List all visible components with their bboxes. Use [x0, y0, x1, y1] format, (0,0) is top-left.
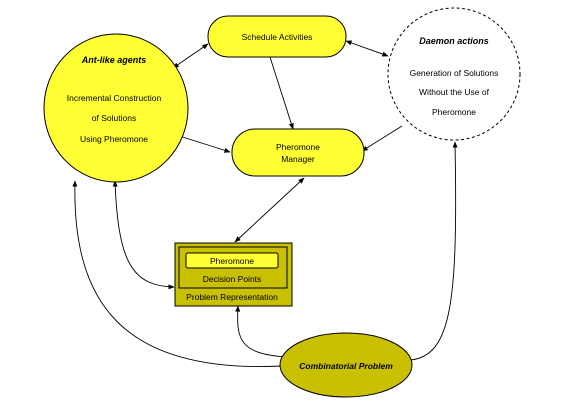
node-schedule-activities: Schedule Activities [207, 15, 347, 58]
ant-agents-circle [43, 33, 189, 183]
daemon-actions-title: Daemon actions [419, 36, 489, 46]
node-daemon-actions: Daemon actions Generation of Solutions W… [387, 7, 521, 141]
daemon-actions-circle [387, 7, 521, 141]
pheromone-box [185, 252, 279, 269]
edge-combinatorial-daemon [410, 141, 458, 361]
pheromone-manager-pill [231, 128, 365, 177]
schedule-activities-label: Schedule Activities [242, 32, 313, 42]
edge-manager-representation [234, 177, 305, 243]
problem-representation-label: Problem Representation [186, 292, 278, 302]
edge-daemon-manager [361, 125, 403, 152]
daemon-actions-line-1: Generation of Solutions [410, 68, 499, 78]
ant-agents-line-3: Using Pheromone [80, 134, 148, 144]
edge-schedule-ant [172, 43, 209, 69]
combinatorial-problem-ellipse [279, 332, 413, 398]
daemon-actions-line-2: Without the Use of [419, 87, 490, 97]
schedule-activities-pill [207, 15, 347, 58]
edge-combinatorial-ant [72, 180, 283, 368]
node-problem-representation: Pheromone Decision Points Problem Repres… [174, 242, 293, 307]
edge-schedule-manager [269, 56, 294, 130]
decision-points-label: Decision Points [203, 274, 262, 284]
ant-agents-line-1: Incremental Construction [67, 93, 162, 103]
ant-agents-title: Ant-like agents [81, 55, 147, 65]
edge-schedule-daemon [345, 40, 389, 57]
node-ant-agents: Ant-like agents Incremental Construction… [43, 33, 189, 183]
daemon-actions-line-3: Pheromone [432, 107, 476, 117]
pheromone-box-label: Pheromone [210, 256, 254, 266]
ant-agents-line-2: of Solutions [92, 113, 136, 123]
pheromone-manager-line-2: Manager [281, 154, 315, 164]
node-pheromone-manager: Pheromone Manager [231, 128, 365, 177]
edge-combinatorial-representation [235, 305, 288, 358]
node-combinatorial-problem: Combinatorial Problem [279, 332, 413, 398]
edges [72, 40, 458, 368]
edge-ant-representation [112, 180, 175, 290]
pheromone-manager-line-1: Pheromone [276, 142, 320, 152]
combinatorial-problem-label: Combinatorial Problem [299, 361, 393, 371]
